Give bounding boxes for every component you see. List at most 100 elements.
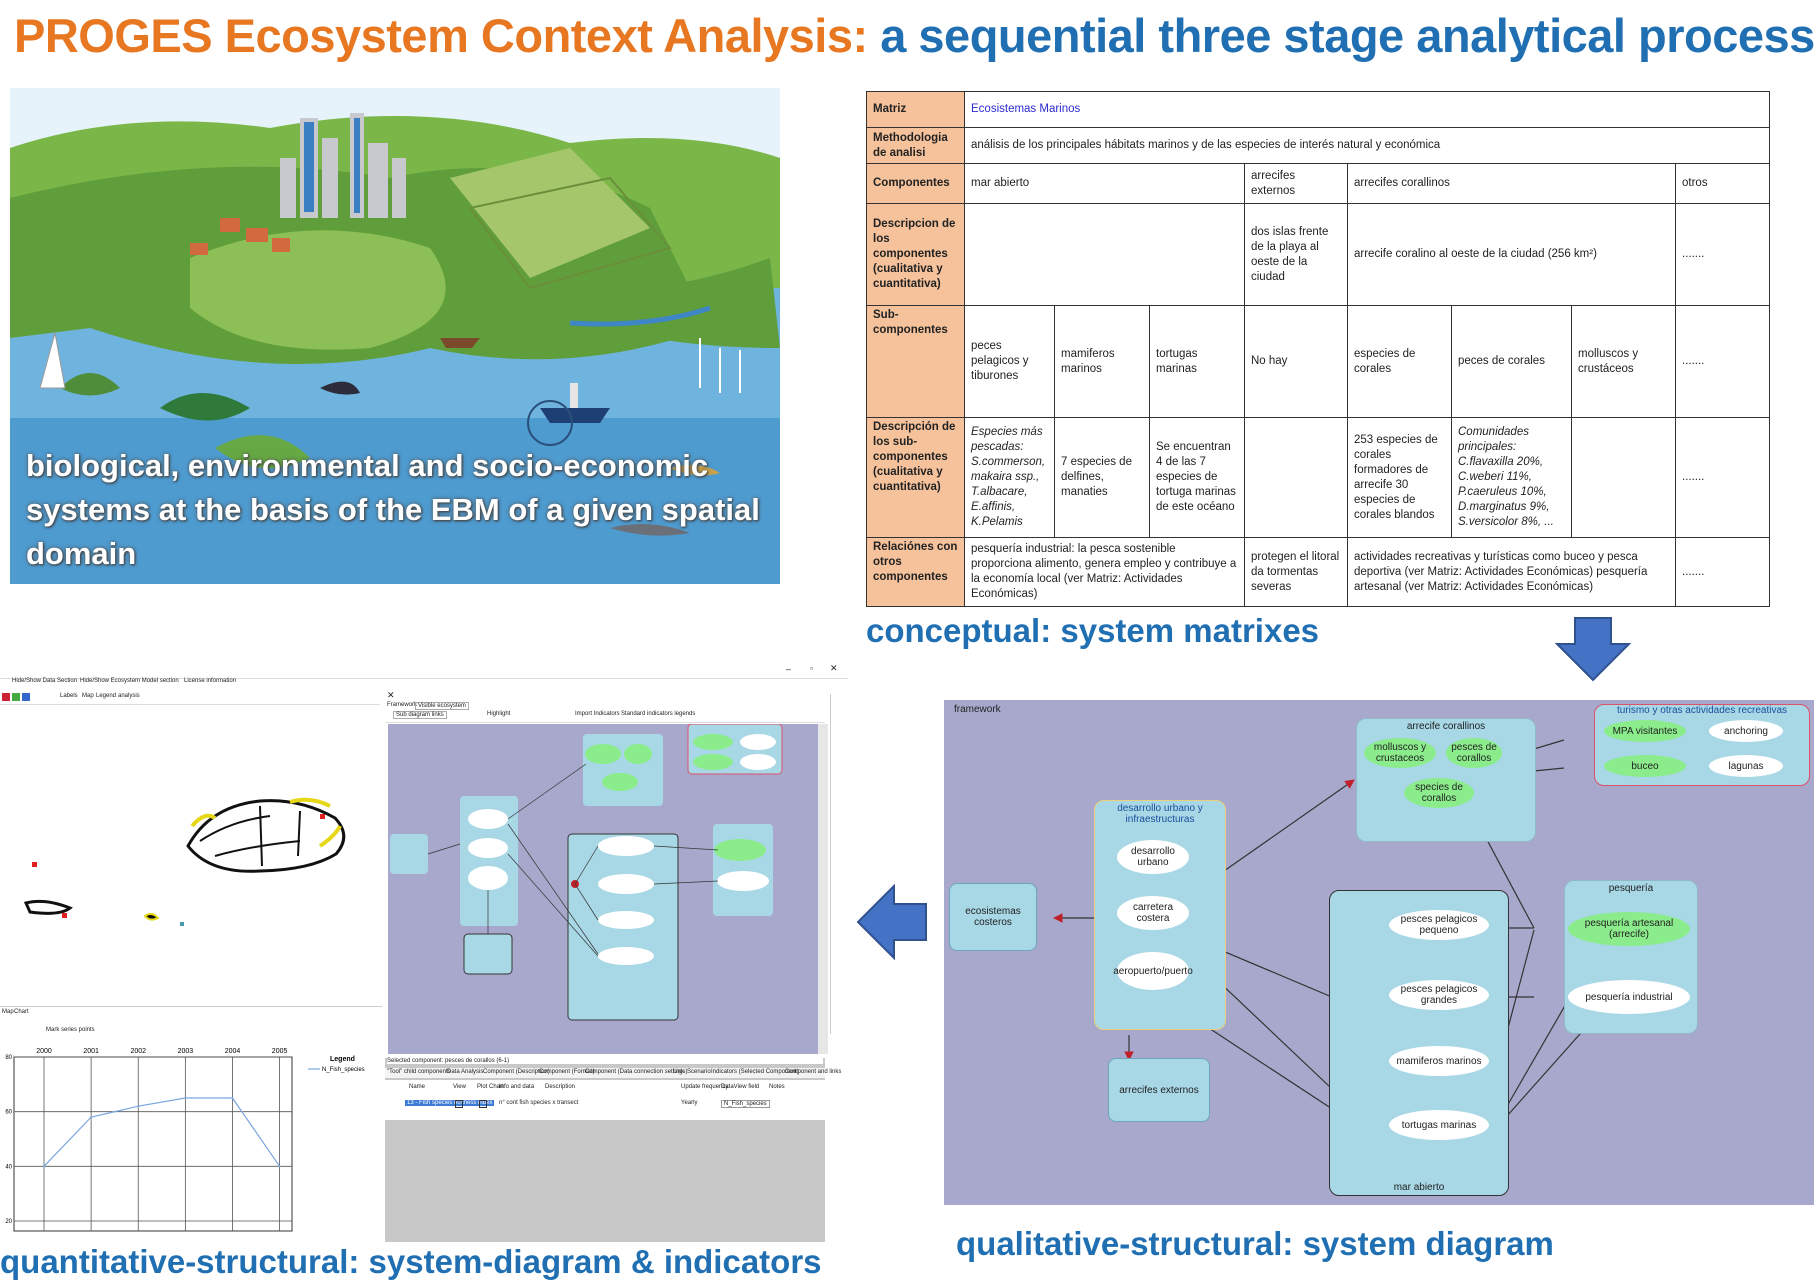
menu-item-license[interactable]: License information xyxy=(184,678,237,684)
chart-y-tick-label: 80 xyxy=(5,1055,12,1061)
node-mamiferos[interactable]: mamiferos marinos xyxy=(1389,1046,1489,1076)
node-ecosistemas-costeros[interactable]: ecosistemas costeros xyxy=(949,883,1037,951)
menu-item-model[interactable]: Hide/Show Ecosystem Model section xyxy=(80,678,179,684)
tool-map[interactable]: Map xyxy=(82,693,94,699)
grid-tab[interactable]: Component (Description) xyxy=(483,1069,550,1075)
chart-legend-entry: N_Fish_species xyxy=(322,1067,365,1073)
chart-x-tick-label: 2000 xyxy=(36,1048,52,1055)
matrix-cell: mamiferos marinos xyxy=(1054,305,1150,418)
matrix-cell xyxy=(1571,417,1676,538)
node-molluscos[interactable]: molluscos y crustaceos xyxy=(1364,738,1436,768)
tool-analysis[interactable]: analysis xyxy=(118,693,140,699)
grid-tab[interactable]: Link xyxy=(673,1069,685,1075)
matrix-label-descsub: Descripción de los sub-componentes (cual… xyxy=(866,417,965,538)
group-mar-abierto[interactable]: mar abierto xyxy=(1329,890,1509,1196)
diagram-framework-label: framework xyxy=(954,704,1001,715)
matrix-cell: arrecifes externos xyxy=(1244,163,1348,204)
tab-chart[interactable]: Chart xyxy=(14,1009,29,1015)
node-carretera-costera[interactable]: carretera costera xyxy=(1117,896,1189,930)
grid-header: Update frequency xyxy=(681,1084,729,1090)
node-pesces-corallos[interactable]: pesces de corallos xyxy=(1446,738,1502,768)
grid-tab[interactable]: Data Analysis xyxy=(447,1069,484,1075)
node-buceo[interactable]: buceo xyxy=(1604,755,1686,777)
close-icon[interactable]: ✕ xyxy=(830,663,838,673)
grid-tab[interactable]: Component (Format) xyxy=(539,1069,595,1075)
matrix-table: Matriz Ecosistemas Marinos Methodologia … xyxy=(866,91,1771,607)
node-anchoring[interactable]: anchoring xyxy=(1709,720,1783,742)
chart-plot-area xyxy=(13,1056,293,1232)
matrix-cell: tortugas marinas xyxy=(1149,305,1245,418)
node-pesqueria-artesanal[interactable]: pesquería artesanal (arrecife) xyxy=(1568,912,1690,946)
grid-header: View xyxy=(453,1084,466,1090)
matrix-value-metodologia: análisis de los principales hábitats mar… xyxy=(963,127,1771,164)
matrix-cell: peces pelagicos y tiburones xyxy=(964,305,1055,418)
close-icon[interactable]: ✕ xyxy=(387,690,395,700)
grid-tab[interactable]: Component (Data connection settings) xyxy=(585,1069,688,1075)
window-titlebar: – ▫ ✕ xyxy=(0,660,848,679)
node-tortugas[interactable]: tortugas marinas xyxy=(1389,1110,1489,1140)
matrix-cell: dos islas frente de la playa al oeste de… xyxy=(1244,203,1348,306)
tab-visible-ecosystem[interactable]: Visible ecosystem xyxy=(415,702,469,710)
import-indicators-button[interactable]: Import Indicators xyxy=(575,711,620,717)
grid-tab[interactable]: Indicators (Selected Component) xyxy=(711,1069,799,1075)
matrix-cell: pesquería industrial: la pesca sostenibl… xyxy=(964,537,1245,607)
chart-x-tick-label: 2004 xyxy=(225,1048,241,1055)
node-pesqueria-industrial[interactable]: pesquería industrial xyxy=(1568,980,1690,1014)
chart-option-mark-points[interactable]: Mark series points xyxy=(46,1027,95,1033)
node-lagunas[interactable]: lagunas xyxy=(1709,755,1783,777)
node-mpa-visitantes[interactable]: MPA visitantes xyxy=(1604,720,1686,742)
node-species-corallos[interactable]: species de corallos xyxy=(1404,778,1474,808)
grid-header: Description xyxy=(545,1084,576,1090)
minimize-icon[interactable]: – xyxy=(786,664,792,674)
sub-diagram-links-button[interactable]: Sub diagram links xyxy=(393,711,447,719)
node-aeropuerto[interactable]: aeropuerto/puerto xyxy=(1113,952,1193,990)
chart-y-tick-label: 60 xyxy=(5,1110,12,1116)
grid-cell-info[interactable]: n° cont fish species x transect xyxy=(499,1100,579,1106)
grid-cell-dataview[interactable]: N_Fish_species xyxy=(721,1100,770,1108)
chart-y-tick-label: 40 xyxy=(5,1164,12,1170)
matrix-cell: Se encuentran 4 de las 7 especies de tor… xyxy=(1149,417,1245,538)
maximize-icon[interactable]: ▫ xyxy=(810,664,813,673)
matrix-cell: peces de corales xyxy=(1451,305,1572,418)
node-arrecifes-externos[interactable]: arrecifes externos xyxy=(1108,1058,1210,1122)
matrix-cell: Especies más pescadas: S.commerson, maka… xyxy=(964,417,1055,538)
view-checkbox[interactable] xyxy=(455,1100,463,1108)
tab-map[interactable]: Map xyxy=(2,1009,14,1015)
matrix-label-sub: Sub-componentes xyxy=(866,305,965,418)
grid-cell-frequency[interactable]: Yearly xyxy=(681,1100,698,1106)
matrix-cell: No hay xyxy=(1244,305,1348,418)
grid-tab[interactable]: "Tool" child components xyxy=(387,1069,451,1075)
grid-tabs: "Tool" child components Data Analysis Co… xyxy=(385,1068,841,1078)
grid-tab[interactable]: Component and links xyxy=(785,1069,842,1075)
node-pesces-pequeno[interactable]: pesces pelagicos pequeno xyxy=(1389,910,1489,940)
tool-icon[interactable] xyxy=(2,693,10,701)
chart-y-tick-label: 20 xyxy=(5,1219,12,1225)
tool-icon[interactable] xyxy=(12,693,20,701)
matrix-cell xyxy=(964,203,1245,306)
map-toolbar: Labels Map Legend analysis xyxy=(0,692,380,705)
island-map xyxy=(23,797,346,926)
node-desarrollo-urbano[interactable]: desarrollo urbano xyxy=(1117,840,1189,874)
chart-x-tick-label: 2005 xyxy=(272,1048,288,1055)
matrix-cell: arrecifes corallinos xyxy=(1347,163,1676,204)
matrix-cell: actividades recreativas y turísticas com… xyxy=(1347,537,1676,607)
tool-icon[interactable] xyxy=(22,693,30,701)
highlight-button[interactable]: Highlight xyxy=(487,711,511,717)
standard-legends-button[interactable]: Standard indicators legends xyxy=(621,711,696,717)
node-pesces-grandes[interactable]: pesces pelagicos grandes xyxy=(1389,980,1489,1010)
chart-series-line xyxy=(43,1097,281,1167)
software-window: – ▫ ✕ Hide/Show Data Section Hide/Show E… xyxy=(0,660,848,1242)
grid-cell-name[interactable]: 13 - Fish species richness index xyxy=(405,1100,495,1106)
plot-checkbox[interactable] xyxy=(479,1100,487,1108)
menu-item-data[interactable]: Hide/Show Data Section xyxy=(12,678,78,684)
diagram-toolbar: Sub diagram links Highlight Import Indic… xyxy=(385,710,825,723)
mini-diagram xyxy=(388,724,828,1054)
matrix-cell: mar abierto xyxy=(964,163,1245,204)
tab-framework[interactable]: Framework xyxy=(387,702,418,708)
tool-legend[interactable]: Legend xyxy=(96,693,117,699)
matrix-cell: molluscos y crustáceos xyxy=(1571,305,1676,418)
group-corallinos-title: arrecife corallinos xyxy=(1406,721,1486,732)
grid-tab[interactable]: Scenario xyxy=(687,1069,711,1075)
tool-labels[interactable]: Labels xyxy=(60,693,78,699)
